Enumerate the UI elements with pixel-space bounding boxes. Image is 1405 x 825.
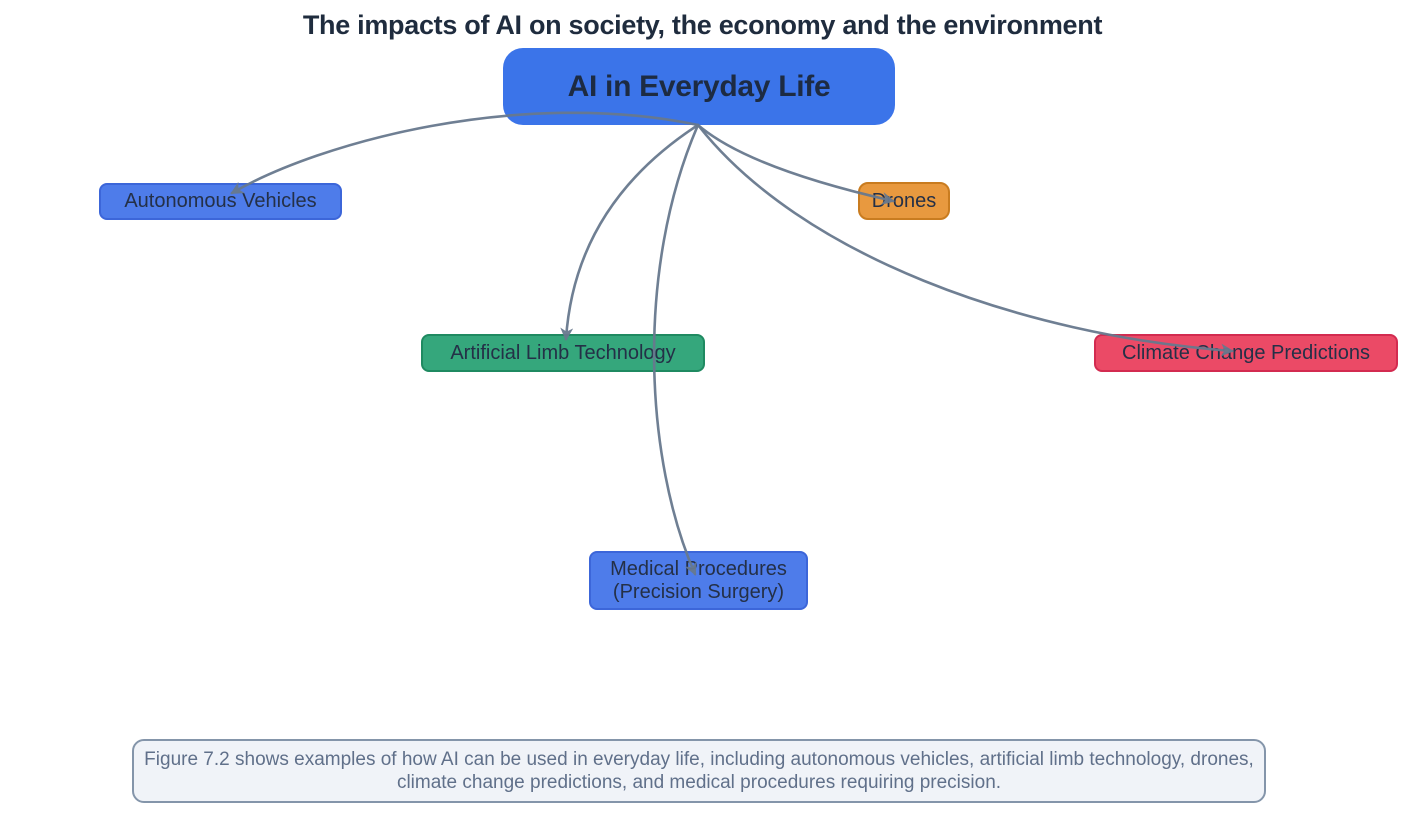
- node-autonomous-vehicles: Autonomous Vehicles: [99, 183, 342, 220]
- caption-text: Figure 7.2 shows examples of how AI can …: [144, 749, 1254, 793]
- node-climate-change-predictions: Climate Change Predictions: [1094, 334, 1398, 372]
- node-medical-procedures: Medical Procedures (Precision Surgery): [589, 551, 808, 610]
- diagram-title: The impacts of AI on society, the econom…: [302, 10, 1103, 40]
- caption-box: Figure 7.2 shows examples of how AI can …: [132, 739, 1266, 803]
- root-node-ai-in-everyday-life: AI in Everyday Life: [503, 48, 895, 125]
- node-artificial-limb-technology: Artificial Limb Technology: [421, 334, 705, 372]
- node-drones: Drones: [858, 182, 950, 220]
- edge-root-to-artificial-limb-technology: [560, 123, 700, 341]
- edge-root-to-climate-change-predictions: [696, 123, 1234, 357]
